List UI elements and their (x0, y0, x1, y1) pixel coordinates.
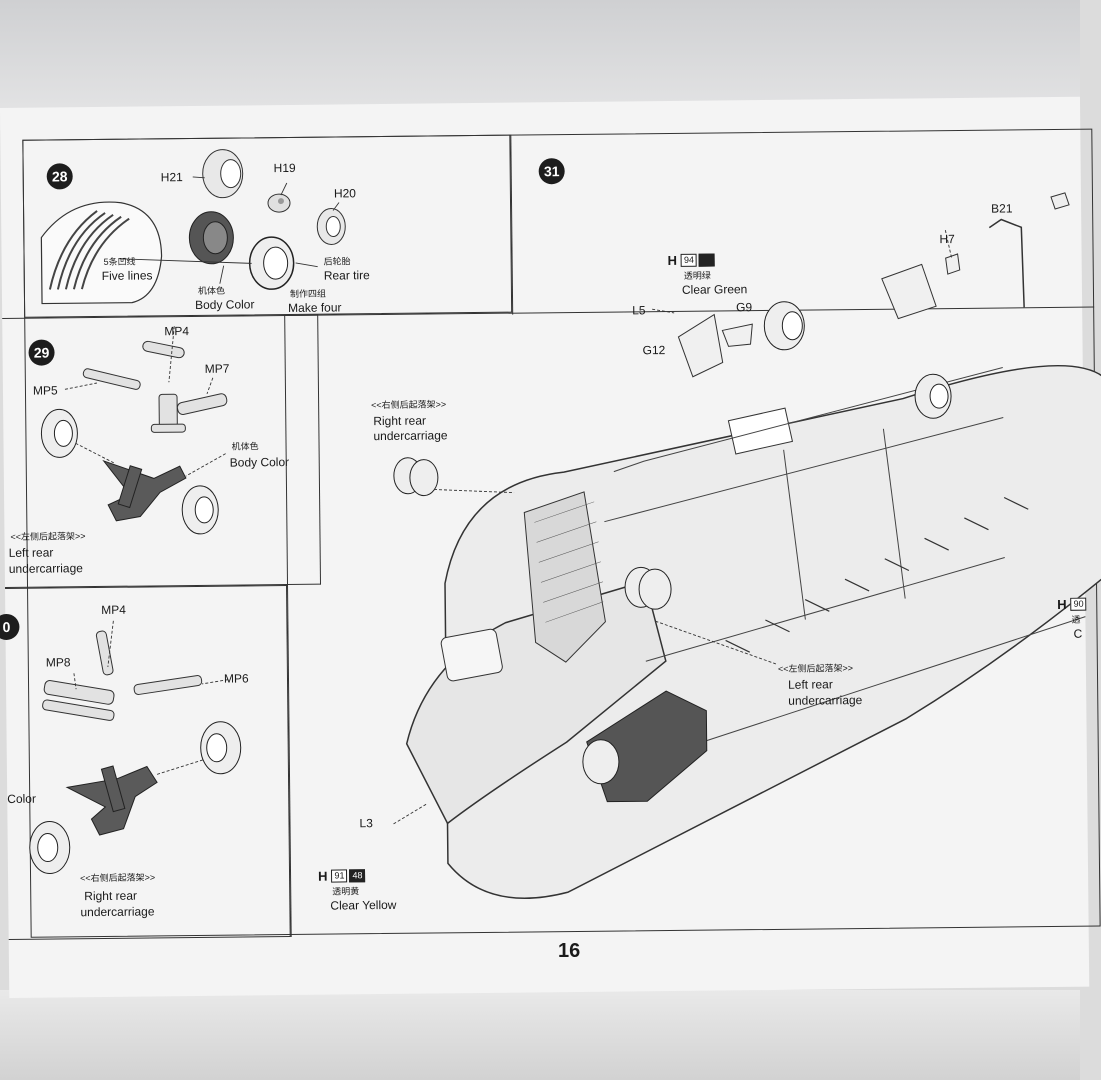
right-rear-en-31b: undercarriage (373, 428, 448, 444)
paint-edge-zh: 透 (1071, 614, 1081, 625)
page-number: 16 (558, 940, 581, 962)
paint-clear-green-en: Clear Green (681, 282, 748, 297)
hub-h19 (267, 193, 291, 213)
part-label-h7: H7 (939, 232, 955, 247)
paint-letter-h90: H (1057, 596, 1067, 612)
right-rear-en-31a: Right rear (373, 413, 427, 429)
rear-tire (248, 236, 295, 290)
background-bottom (0, 990, 1080, 1080)
wheel-right-rear-undercarriage (393, 457, 439, 497)
left-rear-en-31b: undercarriage (788, 693, 863, 708)
helicopter-fuselage-drawing (393, 192, 1101, 899)
wheel-upper-30 (200, 721, 242, 775)
paint-edge-code: H 90 (1057, 597, 1087, 612)
wheel-right-fuselage (914, 373, 952, 419)
paint-clear-yellow-zh: 透明黄 (332, 886, 360, 897)
wheel-right-29 (181, 485, 219, 535)
paint-code-90: 90 (1070, 597, 1087, 611)
wheel-g9-assembly (763, 301, 805, 351)
dark-tire (188, 211, 234, 265)
five-lines-detail (48, 210, 130, 290)
part-label-g12: G12 (642, 343, 666, 358)
right-rear-zh-31: <<右侧后起落架>> (371, 399, 447, 411)
left-rear-zh-31: <<左侧后起落架>> (777, 663, 853, 674)
paint-letter-h91: H (317, 868, 328, 884)
paint-code-91: 91 (331, 869, 348, 883)
wheel-left-installed (624, 566, 672, 610)
paint-clear-green-zh: 透明绿 (683, 270, 711, 281)
paint-clear-green-code: H 94 (668, 253, 716, 268)
paint-code-48: 48 (349, 869, 366, 883)
instruction-sheet: 28 H21 H19 H20 5条凹线 Five lines 机体色 Body … (0, 96, 1101, 998)
paint-swatch-94 (698, 253, 716, 267)
wheel-left-29 (40, 408, 78, 458)
paint-clear-yellow-en: Clear Yellow (330, 897, 397, 913)
wheel-lower-30 (29, 821, 71, 875)
part-label-g9: G9 (736, 300, 753, 315)
left-rear-en-31a: Left rear (788, 677, 833, 692)
paint-code-94: 94 (680, 253, 698, 267)
paint-clear-yellow-code: H 91 48 (317, 868, 366, 884)
wheel-h21 (202, 149, 244, 199)
engine-pod (582, 690, 708, 803)
paint-edge-en: C (1073, 626, 1083, 641)
step-30-drawing (29, 620, 242, 875)
part-label-l5: L5 (632, 303, 646, 318)
part-label-l3: L3 (359, 816, 373, 831)
part-label-b21: B21 (991, 201, 1013, 216)
paint-letter-h94: H (667, 252, 678, 269)
wheel-h20 (316, 208, 346, 246)
step-28-drawing (40, 149, 346, 305)
step-29-drawing (40, 326, 228, 535)
